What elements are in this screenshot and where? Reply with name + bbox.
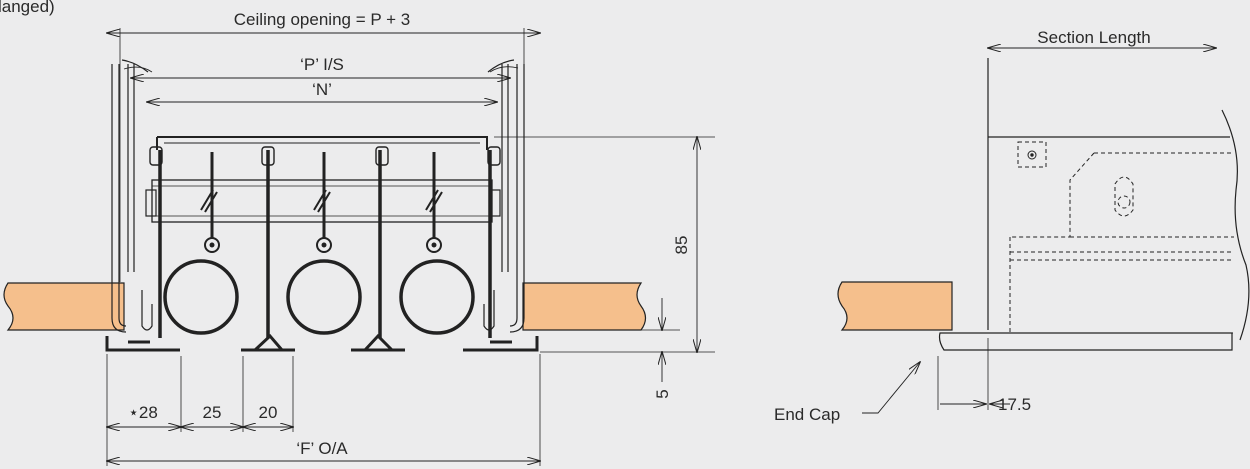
ceiling-tile-right <box>522 282 647 331</box>
bottom-5-label: 5 <box>653 389 672 398</box>
bottom-profiles <box>105 333 539 352</box>
f-oa-label: ‘F’ O/A <box>296 439 348 458</box>
ceiling-tile-left <box>3 282 125 331</box>
flange-right <box>483 59 525 333</box>
side-view <box>837 48 1250 414</box>
ceiling-tile-side <box>837 281 953 331</box>
hanger-rods <box>210 152 436 240</box>
height-85-label: 85 <box>672 236 691 255</box>
dim-17-5-label: 17.5 <box>998 395 1031 414</box>
header-fragment: langed) <box>0 0 55 16</box>
section-length-label: Section Length <box>1037 28 1150 47</box>
dim-20-label: 20 <box>259 403 278 422</box>
dim-25-label: 25 <box>203 403 222 422</box>
break-line <box>1221 109 1250 341</box>
blades <box>158 150 492 338</box>
p-is-label: ‘P’ I/S <box>300 55 344 74</box>
dim-28-label: ⋆28 <box>128 403 158 422</box>
ceiling-opening-label: Ceiling opening = P + 3 <box>234 10 410 29</box>
pipes <box>163 259 475 335</box>
flange-left <box>111 59 153 333</box>
roller-cylinder <box>151 179 493 223</box>
end-cap <box>938 332 1233 351</box>
cross-section-view <box>3 28 715 466</box>
end-cap-label: End Cap <box>774 405 840 424</box>
n-label: ‘N’ <box>312 80 332 99</box>
top-channel <box>156 136 488 150</box>
